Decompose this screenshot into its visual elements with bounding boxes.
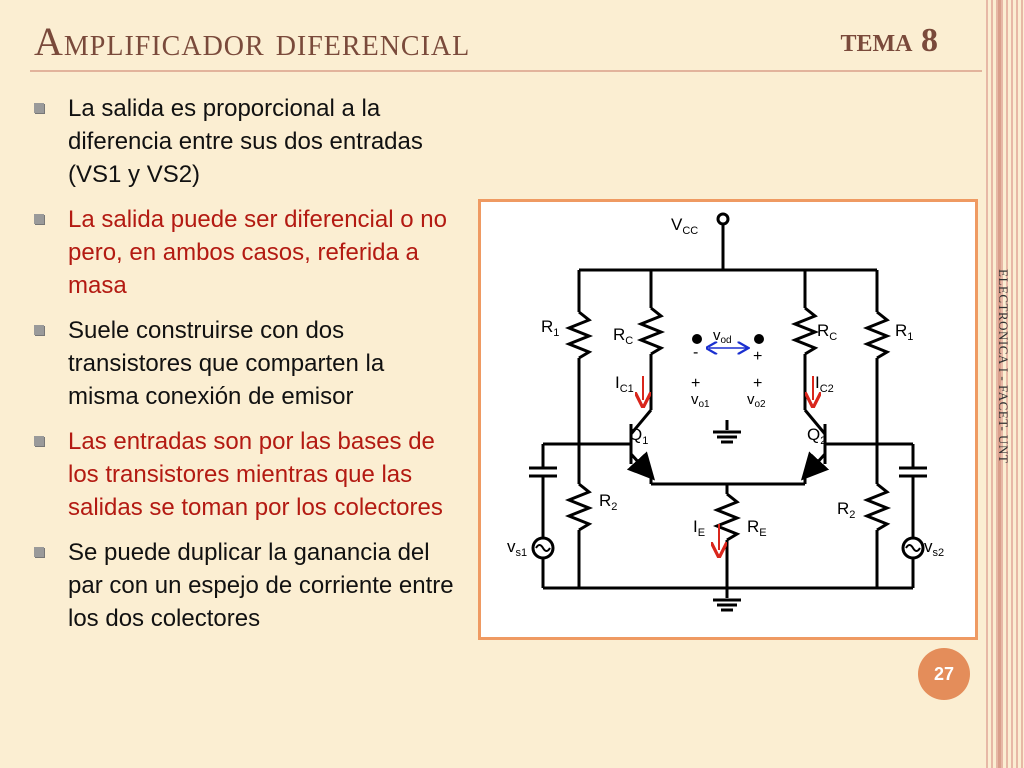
bullet-text: La salida es proporcional a la diferenci… bbox=[68, 95, 423, 188]
bullet-square-icon bbox=[34, 436, 44, 446]
label-vcc: VCC bbox=[671, 215, 698, 237]
label-q1: Q1 bbox=[629, 425, 648, 447]
bullet-item: La salida es proporcional a la diferenci… bbox=[30, 92, 460, 191]
label-r1-left: R1 bbox=[541, 317, 559, 339]
ac-source-icon bbox=[905, 544, 921, 552]
bullet-text: La salida puede ser diferencial o no per… bbox=[68, 206, 447, 299]
label-rc-left: RC bbox=[613, 325, 633, 347]
label-ic1: IC1 bbox=[615, 373, 634, 395]
label-rc-right: RC bbox=[817, 321, 837, 343]
label-r2-right: R2 bbox=[837, 499, 855, 521]
label-vo1-plus: + bbox=[691, 375, 700, 392]
label-vs1: vs1 bbox=[507, 537, 527, 559]
label-re: RE bbox=[747, 517, 767, 539]
page-number-badge: 27 bbox=[918, 648, 970, 700]
circuit-schematic: VCC R1 R1 RC RC vod - + IC1 IC2 + + vo1 … bbox=[507, 212, 944, 612]
bullet-list: La salida es proporcional a la diferenci… bbox=[30, 92, 460, 647]
bullet-item: Se puede duplicar la ganancia del par co… bbox=[30, 536, 460, 635]
label-q2: Q2 bbox=[807, 425, 826, 447]
output-terminal-vo2 bbox=[754, 334, 764, 344]
bullet-text: Las entradas son por las bases de los tr… bbox=[68, 428, 443, 521]
label-plus: + bbox=[753, 348, 762, 365]
wires bbox=[529, 212, 927, 612]
label-vs2: vs2 bbox=[924, 537, 944, 559]
label-ic2: IC2 bbox=[815, 373, 834, 395]
label-vo2: vo2 bbox=[747, 391, 766, 410]
circuit-diagram: VCC R1 R1 RC RC vod - + IC1 IC2 + + vo1 … bbox=[478, 199, 978, 640]
label-ie: IE bbox=[693, 517, 705, 539]
side-footer-text: ELECTRONICA I - FACET- UNT bbox=[996, 269, 1011, 464]
bullet-text: Se puede duplicar la ganancia del par co… bbox=[68, 539, 454, 632]
bullet-text: Suele construirse con dos transistores q… bbox=[68, 317, 385, 410]
title-divider bbox=[30, 70, 982, 72]
bullet-item: Suele construirse con dos transistores q… bbox=[30, 314, 460, 413]
output-terminal-vo1 bbox=[692, 334, 702, 344]
bullet-item: La salida puede ser diferencial o no per… bbox=[30, 203, 460, 302]
bullet-square-icon bbox=[34, 103, 44, 113]
bullet-square-icon bbox=[34, 325, 44, 335]
label-vo1: vo1 bbox=[691, 391, 710, 410]
topic-label: tema 8 bbox=[840, 22, 939, 59]
ac-source-icon bbox=[535, 544, 551, 552]
label-r1-right: R1 bbox=[895, 321, 913, 343]
label-vo2-plus: + bbox=[753, 375, 762, 392]
bullet-square-icon bbox=[34, 214, 44, 224]
slide-title: Amplificador diferencial tema 8 bbox=[34, 18, 964, 70]
decorative-stripes bbox=[986, 0, 1024, 768]
label-vod: vod bbox=[713, 327, 732, 346]
bullet-item: Las entradas son por las bases de los tr… bbox=[30, 425, 460, 524]
label-r2-left: R2 bbox=[599, 491, 617, 513]
bullet-square-icon bbox=[34, 547, 44, 557]
page-title: Amplificador diferencial bbox=[34, 19, 471, 64]
label-minus: - bbox=[693, 344, 698, 361]
